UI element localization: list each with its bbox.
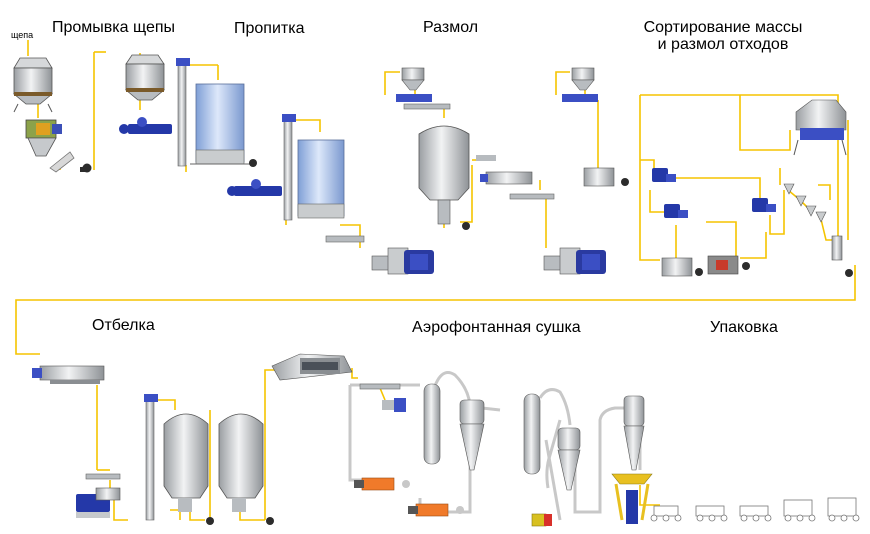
conveyor-impregnation (325, 235, 365, 243)
fan-sorting (695, 268, 703, 276)
drying-air-ducts (348, 371, 642, 521)
impregnation-tower-1 (190, 83, 250, 165)
air-heater-3 (531, 513, 552, 527)
fan-sorting-2 (845, 269, 853, 277)
stock-chest-sorting (831, 235, 843, 261)
section-title-bleaching: Отбелка (92, 317, 155, 334)
bleaching-tower-1 (163, 413, 209, 512)
chip-washer (25, 119, 62, 157)
refiner-1 (371, 247, 434, 275)
section-title-washing: Промывка щепы (52, 19, 176, 36)
washer-press-bleaching (32, 365, 105, 384)
screw-feeder-1 (119, 117, 172, 134)
elevator-1 (176, 58, 190, 167)
section-title-refining: Размол (423, 19, 479, 36)
bale-rollers (650, 514, 860, 522)
input-label: щепа (11, 30, 34, 40)
fan-refining-2 (621, 178, 629, 186)
air-heater-1 (354, 477, 410, 491)
reject-refiner (707, 255, 750, 275)
elevator-bleaching (144, 394, 158, 521)
washer-press-1 (476, 155, 533, 185)
pressure-screen-3 (752, 198, 776, 212)
drying-column-1 (423, 383, 441, 465)
section-title-sorting-line1: Сортирование массы (643, 19, 803, 36)
chest-refining (583, 167, 615, 187)
cyclone-drying-1 (459, 399, 485, 471)
bale-conveyor (653, 497, 857, 517)
dewatering-press (271, 353, 353, 381)
feeder-drying (359, 383, 406, 412)
bleaching-tower-2 (218, 413, 264, 512)
fan-washing (80, 163, 92, 173)
section-title-packing: Упаковка (710, 319, 778, 336)
fan-bleaching-1 (206, 517, 214, 525)
refiner-2 (543, 247, 606, 275)
section-title-drying: Аэрофонтанная сушка (412, 319, 581, 336)
preheater-vessel (418, 125, 470, 225)
disc-filter (793, 99, 847, 156)
air-heater-2 (408, 503, 464, 517)
fan-bleaching-2 (266, 517, 274, 525)
fan-refining-1 (462, 222, 470, 230)
section-title-impregnation: Пропитка (234, 20, 305, 37)
baling-press (611, 473, 653, 524)
conveyor-refining (509, 193, 555, 200)
reject-chest (661, 257, 693, 277)
cyclone-refining (396, 67, 451, 110)
elevator-2 (282, 114, 296, 221)
cyclone-drying-2 (557, 427, 581, 491)
cleaners (783, 183, 827, 223)
cyclone-refining-2 (562, 67, 598, 102)
section-title-sorting-line2: и размол отходов (657, 36, 789, 53)
pressure-screen-1 (652, 168, 676, 182)
screw-feeder-2 (227, 179, 282, 196)
drying-column-2 (523, 393, 541, 475)
cyclone-final (623, 395, 645, 471)
section-title-sorting: Сортирование массы и размол отходов (622, 19, 824, 53)
fan-impregnation-1 (249, 159, 257, 167)
conveyor-bleaching (85, 473, 121, 480)
chip-hopper-small (49, 151, 75, 173)
chip-bin-washing (12, 57, 54, 113)
pressure-screen-2 (664, 204, 688, 218)
impregnation-tower-2 (297, 139, 345, 219)
chip-bin-impregnation (124, 54, 166, 101)
mixer-bleaching (76, 487, 121, 518)
